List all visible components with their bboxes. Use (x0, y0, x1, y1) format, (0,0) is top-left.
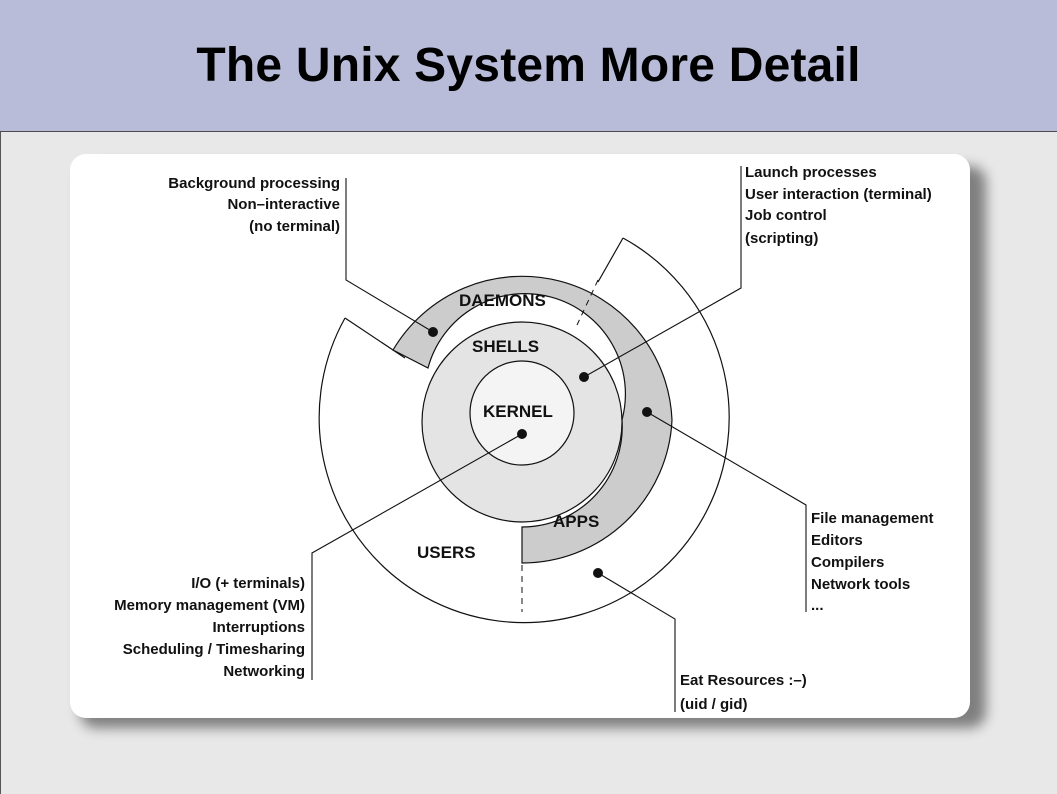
svg-text:File management: File management (811, 510, 934, 527)
daemons-apps-divider (576, 279, 599, 326)
svg-text:Job control: Job control (745, 207, 827, 224)
dot-users (593, 568, 603, 578)
svg-text:Networking: Networking (223, 663, 305, 680)
kernel-core (469, 360, 575, 466)
svg-text:Eat Resources :–): Eat Resources :–) (680, 672, 807, 689)
leader-users (597, 572, 676, 712)
leader-daemons (345, 178, 434, 333)
svg-text:(no terminal): (no terminal) (249, 218, 340, 235)
svg-text:Network tools: Network tools (811, 576, 910, 593)
slide-title: The Unix System More Detail (196, 39, 861, 92)
svg-text:User interaction (terminal): User interaction (terminal) (745, 186, 932, 203)
label-shells: SHELLS (472, 337, 539, 356)
svg-text:Memory management (VM): Memory management (VM) (114, 597, 305, 614)
annotation-apps: File management Editors Compilers Networ… (811, 510, 934, 614)
dot-apps (642, 407, 652, 417)
svg-text:(uid / gid): (uid / gid) (680, 696, 747, 713)
leader-shells (583, 166, 742, 378)
svg-text:...: ... (811, 597, 824, 614)
annotation-users: Eat Resources :–) (uid / gid) (680, 672, 807, 713)
svg-text:Background processing: Background processing (168, 175, 340, 192)
annotation-kernel: I/O (+ terminals) Memory management (VM)… (114, 575, 305, 680)
svg-text:Scheduling / Timesharing: Scheduling / Timesharing (123, 641, 305, 658)
svg-text:(scripting): (scripting) (745, 230, 818, 247)
svg-text:Compilers: Compilers (811, 554, 884, 571)
svg-text:I/O (+ terminals): I/O (+ terminals) (191, 575, 305, 592)
daemons-apps-ring (392, 275, 673, 564)
svg-text:Editors: Editors (811, 532, 863, 549)
svg-text:Interruptions: Interruptions (213, 619, 306, 636)
dot-daemons (428, 327, 438, 337)
users-ring-edge-top (597, 237, 624, 283)
leader-apps (646, 411, 807, 612)
label-users: USERS (417, 543, 476, 562)
svg-text:Non–interactive: Non–interactive (227, 196, 340, 213)
annotation-shells: Launch processes User interaction (termi… (745, 164, 932, 247)
leader-kernel (311, 433, 523, 680)
annotation-daemons: Background processing Non–interactive (n… (168, 175, 340, 235)
left-border (0, 132, 1, 794)
label-apps: APPS (553, 512, 599, 531)
header-bar: The Unix System More Detail (0, 0, 1057, 132)
dot-shells (579, 372, 589, 382)
label-daemons: DAEMONS (459, 291, 546, 310)
label-kernel: KERNEL (483, 402, 553, 421)
svg-text:Launch processes: Launch processes (745, 164, 877, 181)
dot-kernel (517, 429, 527, 439)
users-ring-outline (318, 237, 730, 624)
